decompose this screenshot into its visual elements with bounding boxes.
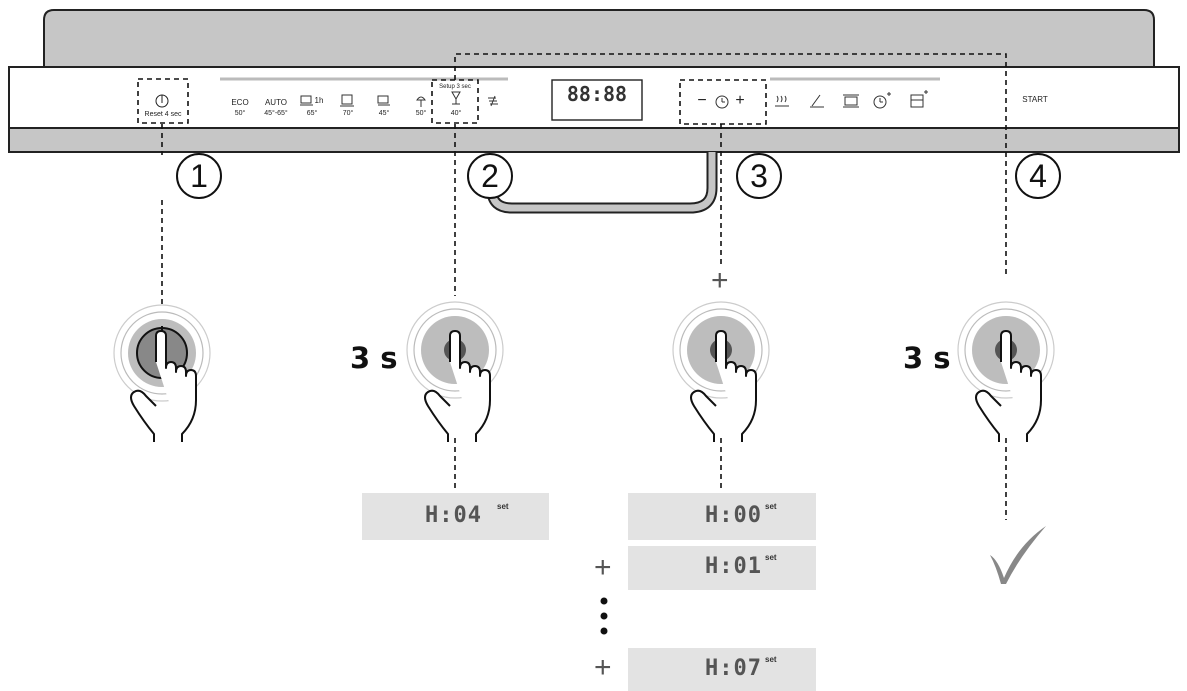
clock-icon[interactable] bbox=[715, 95, 729, 109]
program-temp-normal: 45° bbox=[378, 110, 390, 117]
program-temp-eco: 50° bbox=[234, 110, 246, 117]
readout-box-step3-1 bbox=[628, 546, 816, 590]
time-plus-button[interactable]: + bbox=[735, 92, 745, 109]
tree-icon bbox=[416, 96, 426, 107]
step-number-3: 3 bbox=[750, 158, 768, 194]
program-name-1h: 1h bbox=[314, 96, 324, 105]
readout-step3-2-suffix: set bbox=[765, 655, 777, 664]
step-badge-3 bbox=[736, 153, 782, 199]
intensive-icon bbox=[775, 95, 789, 107]
step-badge-2 bbox=[467, 153, 513, 199]
dishes-icon bbox=[377, 95, 390, 106]
handle-bracket bbox=[486, 152, 718, 214]
program-temp-eco-tree: 50° bbox=[415, 110, 427, 117]
handle-bracket-fill bbox=[488, 152, 716, 212]
display-digits: 88:88 bbox=[566, 82, 628, 106]
delay-icon bbox=[873, 92, 891, 109]
cup-icon bbox=[300, 95, 313, 106]
display-window bbox=[551, 79, 643, 121]
readout-box-step3-0 bbox=[628, 493, 816, 540]
step-number-4: 4 bbox=[1029, 158, 1047, 194]
extra-dry-icon bbox=[910, 90, 928, 108]
step3-plus: + bbox=[711, 264, 729, 297]
setup-label: Setup 3 sec bbox=[439, 84, 471, 90]
pot-icon bbox=[340, 94, 354, 107]
readout-box-step2 bbox=[362, 493, 549, 540]
highlight-time bbox=[679, 79, 767, 125]
ellipsis-dot-1 bbox=[600, 597, 608, 605]
hold-label-step2: 3 s bbox=[350, 341, 398, 375]
start-dash-path bbox=[454, 53, 1007, 275]
readout-step2-suffix: set bbox=[497, 502, 509, 511]
power-icon[interactable] bbox=[155, 94, 169, 108]
readout-step2-value: H:04 bbox=[425, 503, 482, 528]
readout-box-step3-2 bbox=[628, 648, 816, 691]
highlight-power bbox=[137, 78, 189, 124]
program-temp-1h: 65° bbox=[306, 110, 318, 117]
program-temp-glass: 40° bbox=[450, 110, 462, 117]
ellipsis-dot-2 bbox=[600, 612, 608, 620]
readout-step3-1-value: H:01 bbox=[705, 554, 762, 579]
step-number-2: 2 bbox=[481, 158, 499, 194]
turbo-icon bbox=[488, 95, 498, 107]
lower-band bbox=[8, 127, 1180, 153]
half-load-icon bbox=[810, 94, 824, 108]
step-badge-1 bbox=[176, 153, 222, 199]
door-top bbox=[43, 9, 1155, 68]
step-number-1: 1 bbox=[190, 158, 208, 194]
wineglass-icon[interactable] bbox=[451, 91, 461, 105]
readout-step3-1-suffix: set bbox=[765, 553, 777, 562]
readout-step3-0-value: H:00 bbox=[705, 503, 762, 528]
readout-step3-1-prefix: + bbox=[594, 551, 612, 584]
readout-step3-2-prefix: + bbox=[594, 651, 612, 684]
program-temp-pots: 70° bbox=[342, 110, 354, 117]
step-badge-4 bbox=[1015, 153, 1061, 199]
hold-label-step4: 3 s bbox=[903, 341, 951, 375]
program-temp-auto: 45°-65° bbox=[264, 110, 288, 117]
program-name-eco: ECO bbox=[231, 98, 249, 107]
check-icon bbox=[990, 526, 1046, 584]
readout-step3-0-suffix: set bbox=[765, 502, 777, 511]
program-name-auto: AUTO bbox=[264, 98, 288, 107]
readout-step3-2-value: H:07 bbox=[705, 656, 762, 681]
basket-icon bbox=[843, 94, 859, 108]
ellipsis-dot-3 bbox=[600, 627, 608, 635]
time-minus-button[interactable]: − bbox=[697, 92, 707, 109]
power-reset-label: Reset 4 sec bbox=[144, 111, 182, 118]
start-label[interactable]: START bbox=[1022, 95, 1048, 104]
